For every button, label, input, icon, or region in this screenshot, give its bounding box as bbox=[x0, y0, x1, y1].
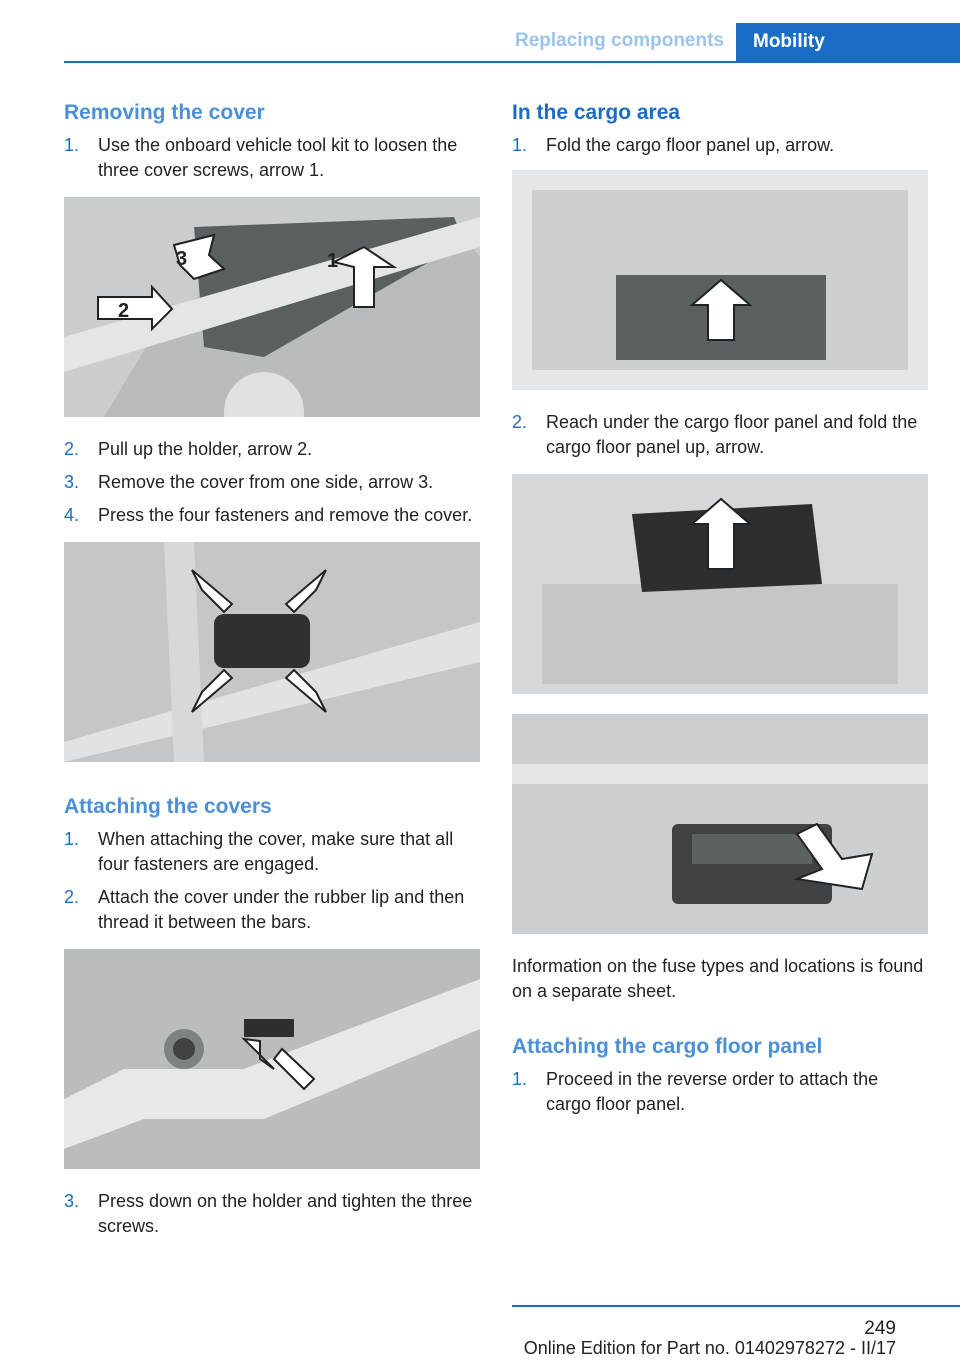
attaching-steps-a: 1. When attaching the cover, make sure th… bbox=[64, 827, 480, 935]
step-text: Pull up the holder, arrow 2. bbox=[98, 439, 313, 460]
fuse-info-text: Information on the fuse types and locati… bbox=[512, 956, 924, 1002]
cover-fasteners-illustration bbox=[64, 542, 480, 763]
step-text: Remove the cover from one side, arrow 3. bbox=[98, 472, 434, 493]
step-number: 1. bbox=[512, 135, 528, 156]
cargo-floor-panel-illustration bbox=[512, 170, 928, 391]
list-item: 1. Use the onboard vehicle tool kit to lo… bbox=[64, 133, 480, 183]
step-text: Press down on the holder and tighten the… bbox=[98, 1191, 473, 1237]
list-item: 2. Pull up the holder, arrow 2. bbox=[64, 437, 480, 462]
fuse-box-illustration bbox=[512, 714, 928, 935]
header-rule bbox=[64, 61, 960, 63]
header-chapter-tab: Mobility bbox=[736, 23, 960, 61]
footer-rule bbox=[512, 1305, 960, 1307]
step-number: 2. bbox=[512, 412, 528, 433]
right-column: In the cargo area 1. Fold the cargo floor… bbox=[512, 100, 928, 1125]
step-text: Use the onboard vehicle tool kit to loos… bbox=[98, 135, 458, 181]
step-text: Fold the cargo floor panel up, arrow. bbox=[546, 135, 835, 156]
attaching-steps-b: 3. Press down on the holder and tighten t… bbox=[64, 1189, 480, 1239]
left-column: Removing the cover 1. Use the onboard veh… bbox=[64, 100, 480, 1247]
heading-attaching-covers: Attaching the covers bbox=[64, 795, 272, 819]
edition-footer: Online Edition for Part no. 01402978272 … bbox=[523, 1338, 896, 1358]
engine-cover-screws-illustration: 1 2 3 bbox=[64, 197, 480, 418]
callout-2: 2 bbox=[118, 300, 129, 322]
step-text: Attach the cover under the rubber lip an… bbox=[98, 887, 465, 933]
list-item: 3. Remove the cover from one side, arrow … bbox=[64, 470, 480, 495]
heading-cargo-area: In the cargo area bbox=[512, 101, 681, 124]
page-number: 249 bbox=[864, 1318, 896, 1339]
list-item: 3. Press down on the holder and tighten t… bbox=[64, 1189, 480, 1239]
step-text: Press the four fasteners and remove the … bbox=[98, 505, 473, 526]
list-item: 1. When attaching the cover, make sure th… bbox=[64, 827, 480, 877]
cargo-steps-a: 1. Fold the cargo floor panel up, arrow. bbox=[512, 133, 928, 158]
list-item: 1. Proceed in the reverse order to attach… bbox=[512, 1067, 928, 1117]
callout-1: 1 bbox=[327, 250, 338, 272]
rubber-lip-illustration bbox=[64, 949, 480, 1170]
step-number: 2. bbox=[64, 887, 80, 908]
heading-removing-cover: Removing the cover bbox=[64, 101, 265, 124]
list-item: 1. Fold the cargo floor panel up, arrow. bbox=[512, 133, 928, 158]
list-item: 2. Reach under the cargo floor panel and … bbox=[512, 410, 928, 460]
callout-3: 3 bbox=[176, 248, 187, 270]
step-number: 1. bbox=[64, 135, 80, 156]
removing-steps-b: 2. Pull up the holder, arrow 2. 3. Remove … bbox=[64, 437, 480, 528]
list-item: 2. Attach the cover under the rubber lip … bbox=[64, 885, 480, 935]
attach-panel-steps: 1. Proceed in the reverse order to attach… bbox=[512, 1067, 928, 1117]
step-number: 3. bbox=[64, 1191, 80, 1212]
step-text: Reach under the cargo floor panel and fo… bbox=[546, 412, 918, 458]
step-number: 4. bbox=[64, 505, 80, 526]
header-section-title: Replacing components bbox=[514, 30, 724, 51]
step-number: 3. bbox=[64, 472, 80, 493]
cargo-steps-b: 2. Reach under the cargo floor panel and … bbox=[512, 410, 928, 460]
step-number: 1. bbox=[512, 1069, 528, 1090]
heading-attaching-cargo-floor-panel: Attaching the cargo floor panel bbox=[512, 1035, 823, 1059]
cargo-panel-fold-illustration bbox=[512, 474, 928, 695]
step-text: Proceed in the reverse order to attach t… bbox=[546, 1069, 879, 1115]
step-number: 1. bbox=[64, 829, 80, 850]
list-item: 4. Press the four fasteners and remove th… bbox=[64, 503, 480, 528]
step-text: When attaching the cover, make sure that… bbox=[98, 829, 454, 875]
removing-steps-a: 1. Use the onboard vehicle tool kit to lo… bbox=[64, 133, 480, 183]
step-number: 2. bbox=[64, 439, 80, 460]
